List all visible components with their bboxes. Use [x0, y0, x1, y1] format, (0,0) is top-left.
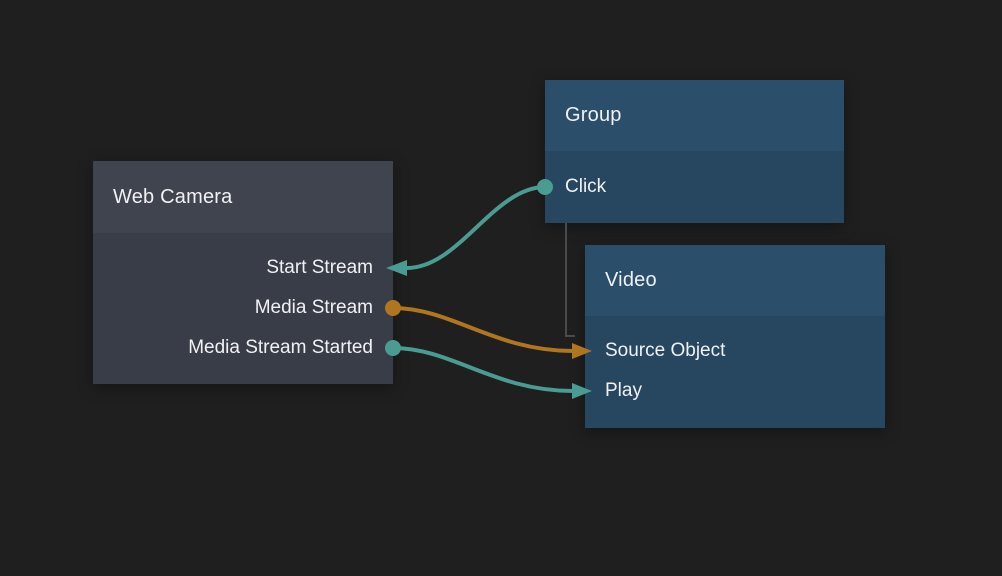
node-web-camera[interactable]: Web Camera Start Stream Media Stream Med…	[93, 161, 393, 384]
edge-click-to-start-stream[interactable]	[405, 185, 547, 270]
node-title: Video	[605, 269, 657, 291]
node-web-camera-body: Start Stream Media Stream Media Stream S…	[93, 233, 393, 384]
node-title: Group	[565, 104, 622, 126]
node-group[interactable]: Group Click	[545, 80, 844, 223]
node-group-header[interactable]: Group	[545, 80, 844, 151]
port-dot-media-stream[interactable]	[385, 300, 401, 316]
port-label-source-object[interactable]: Source Object	[605, 340, 726, 361]
edge-media-stream-started-to-play[interactable]	[391, 346, 575, 393]
node-web-camera-header[interactable]: Web Camera	[93, 161, 393, 233]
edge-media-stream-to-source-object[interactable]	[391, 306, 575, 353]
port-label-media-stream-started[interactable]: Media Stream Started	[188, 337, 373, 358]
port-label-click[interactable]: Click	[565, 176, 607, 197]
node-video[interactable]: Video Source Object Play	[585, 245, 885, 428]
node-video-header[interactable]: Video	[585, 245, 885, 316]
port-label-media-stream[interactable]: Media Stream	[254, 297, 373, 318]
edge-group-to-video-link[interactable]	[565, 223, 575, 337]
port-dot-media-stream-started[interactable]	[385, 340, 401, 356]
node-group-body: Click	[545, 151, 844, 223]
port-label-start-stream[interactable]: Start Stream	[266, 257, 373, 278]
port-dot-click[interactable]	[537, 179, 553, 195]
port-label-play[interactable]: Play	[605, 380, 642, 401]
node-title: Web Camera	[113, 185, 233, 208]
node-video-body: Source Object Play	[585, 316, 885, 428]
